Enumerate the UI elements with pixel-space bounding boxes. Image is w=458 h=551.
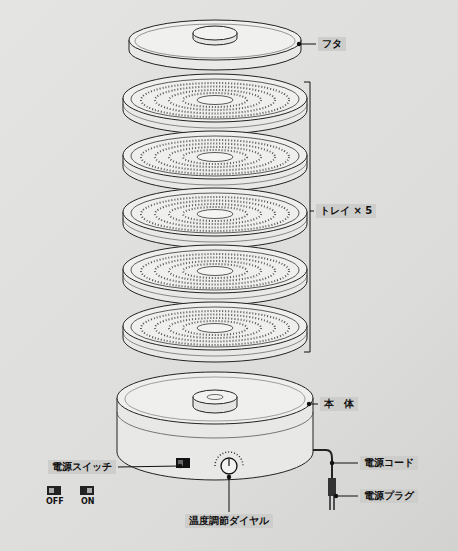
part-label: フタ [318,37,346,51]
part-label: 本 体 [320,397,358,411]
part-label: 温度調節ダイヤル [185,514,273,528]
part-label: 電源スイッチ [48,460,116,474]
part-label: 電源プラグ [360,489,418,503]
switch-state-label: OFF [45,497,65,507]
part-label: トレイ × 5 [316,204,376,218]
switch-state-label: ON [80,497,96,507]
part-label: 電源コード [360,456,418,470]
